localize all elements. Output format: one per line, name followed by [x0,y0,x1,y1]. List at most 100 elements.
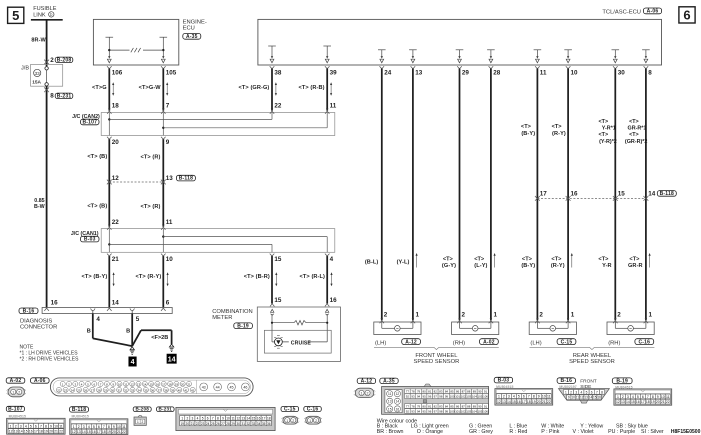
svg-text:86: 86 [456,390,460,394]
svg-text:3: 3 [20,424,22,428]
svg-text:2: 2 [186,417,188,421]
svg-text:11: 11 [388,392,392,396]
svg-text:17: 17 [34,430,38,434]
svg-text:<T>: <T> [629,119,639,125]
svg-text:9: 9 [657,395,659,399]
svg-text:12: 12 [396,392,400,396]
svg-text:42: 42 [191,388,195,392]
svg-text:P : Pink: P : Pink [541,429,560,435]
svg-text:9: 9 [50,424,52,428]
svg-text:(L-Y): (L-Y) [474,263,487,269]
svg-text:7: 7 [647,395,649,399]
svg-text:(Y-L): (Y-L) [397,259,410,265]
svg-text:1: 1 [10,424,12,428]
svg-text:17: 17 [97,430,101,434]
svg-text:21: 21 [187,382,191,386]
svg-text:A-35: A-35 [383,378,395,384]
svg-text:41: 41 [184,388,188,392]
svg-text:97: 97 [434,395,438,399]
svg-text:103: 103 [466,395,471,399]
svg-text:15: 15 [593,396,597,400]
svg-text:16: 16 [636,400,640,404]
svg-text:<T>: <T> [598,257,609,263]
svg-text:LINK: LINK [33,12,46,18]
svg-text:104: 104 [472,409,477,413]
svg-text:15: 15 [631,400,635,404]
svg-text:PU : Purple: PU : Purple [608,429,635,435]
svg-text:28: 28 [97,388,101,392]
svg-text:35: 35 [144,388,148,392]
svg-text:23: 23 [64,388,68,392]
svg-text:15: 15 [274,297,282,304]
svg-text:101: 101 [455,409,460,413]
svg-text:<T>: <T> [552,124,563,130]
svg-text:5: 5 [518,395,520,399]
svg-text:12: 12 [130,382,134,386]
svg-text:<T>: <T> [629,132,639,138]
svg-text:10: 10 [54,424,58,428]
svg-text:105: 105 [166,69,177,76]
svg-text:88: 88 [467,404,471,408]
svg-text:14: 14 [507,400,511,404]
svg-text:106: 106 [112,69,123,76]
svg-text:C-15: C-15 [284,406,296,412]
svg-text:6: 6 [591,390,593,394]
svg-text:8: 8 [45,424,47,428]
svg-text:19: 19 [180,422,184,426]
svg-text:C-15: C-15 [561,339,573,345]
svg-text:105: 105 [478,395,483,399]
svg-text:27: 27 [91,388,95,392]
svg-text:2: 2 [292,419,294,423]
svg-text:12: 12 [616,400,620,404]
svg-text:SPEED SENSOR: SPEED SENSOR [414,359,460,365]
svg-text:A-02: A-02 [483,339,495,345]
svg-text:B-208: B-208 [135,406,149,411]
svg-text:J/B: J/B [21,65,29,71]
svg-text:2: 2 [68,382,70,386]
svg-text:12: 12 [580,396,584,400]
svg-text:94: 94 [417,395,421,399]
svg-text:(R-Y): (R-Y) [552,131,566,137]
svg-text:11: 11 [540,69,547,76]
svg-text:16: 16 [597,396,601,400]
svg-text:MU804515: MU804515 [615,386,632,390]
svg-text:<T> (R-B): <T> (R-B) [299,85,325,91]
svg-text:34: 34 [257,422,261,426]
svg-text:21: 21 [54,430,58,434]
svg-text:31: 31 [242,422,246,426]
svg-text:29: 29 [462,69,470,76]
svg-text:<T>G-W: <T>G-W [139,85,162,91]
svg-text:9: 9 [113,425,115,429]
svg-text:7: 7 [212,417,214,421]
svg-text:11: 11 [59,424,63,428]
svg-text:3: 3 [192,417,194,421]
svg-text:13: 13 [137,382,141,386]
svg-text:B-16: B-16 [23,308,35,314]
svg-text:30: 30 [236,422,240,426]
svg-text:<T>: <T> [599,132,609,138]
svg-text:105: 105 [478,409,483,413]
svg-text:5: 5 [637,395,639,399]
svg-text:19: 19 [44,430,48,434]
svg-text:NOTE: NOTE [20,344,35,350]
svg-text:SI : Silver: SI : Silver [641,429,664,435]
svg-text:100: 100 [450,409,455,413]
svg-text:90: 90 [478,390,482,394]
svg-text:5: 5 [12,8,19,23]
svg-text:20: 20 [112,139,120,146]
svg-text:B-W: B-W [34,204,45,210]
svg-text:Y-R: Y-R [602,263,612,269]
svg-text:22: 22 [547,400,551,404]
svg-text:94: 94 [417,409,421,413]
svg-text:5: 5 [202,417,204,421]
svg-text:W : White: W : White [541,424,564,430]
svg-text:15A: 15A [32,80,41,86]
svg-text:6: 6 [683,8,690,23]
svg-text:23: 23 [201,422,205,426]
svg-text:40: 40 [178,388,182,392]
svg-text:B-03: B-03 [498,378,510,384]
svg-text:10: 10 [226,417,230,421]
svg-text:MU804515: MU804515 [496,385,513,389]
svg-text:8: 8 [106,382,108,386]
svg-text:<T> (B): <T> (B) [87,204,107,210]
